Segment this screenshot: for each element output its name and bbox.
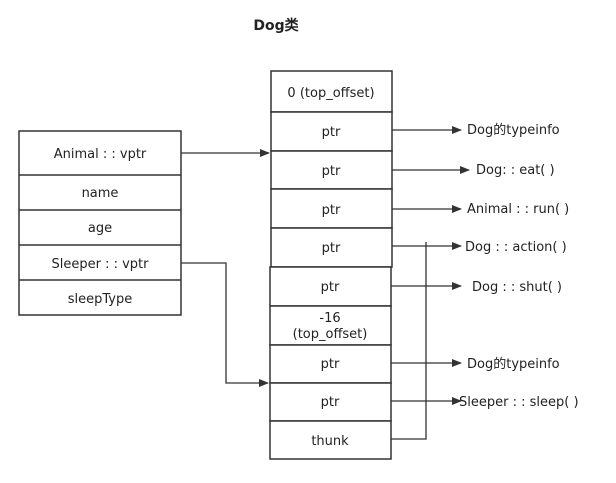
target-animal-run: Animal : : run( ) xyxy=(467,202,569,217)
target-dog-shut: Dog : : shut( ) xyxy=(472,280,562,295)
object-layout: Animal : : vptr name age Sleeper : : vpt… xyxy=(18,130,182,316)
cell-label: thunk xyxy=(311,434,349,449)
vtable-cell-thunk xyxy=(269,420,392,460)
target-dog-typeinfo: Dog的typeinfo xyxy=(467,122,560,138)
cell-label: -16 xyxy=(319,311,340,326)
connectors xyxy=(181,126,470,440)
cell-label: ptr xyxy=(321,395,340,410)
cell-label: (top_offset) xyxy=(293,327,368,342)
field-sleeper-vptr: Sleeper : : vptr xyxy=(52,257,150,272)
diagram-title: Dog类 xyxy=(253,17,299,34)
cell-label: ptr xyxy=(321,280,340,295)
target-dog-action: Dog : : action( ) xyxy=(465,240,567,255)
thunk-connector xyxy=(391,242,427,440)
vtable: 0 (top_offset) ptr ptr ptr ptr ptr -16 (… xyxy=(269,70,393,460)
field-sleeptype: sleepType xyxy=(68,292,133,307)
field-age: age xyxy=(88,221,112,236)
vtable-cell-ptr xyxy=(270,111,393,152)
vtable-cell-top-offset-neg16 xyxy=(269,305,392,346)
object-layout-frame xyxy=(18,130,182,316)
cell-label: ptr xyxy=(322,203,341,218)
vtable-cell-ptr xyxy=(269,344,392,384)
target-dog-eat: Dog: : eat( ) xyxy=(476,163,555,178)
cell-label: ptr xyxy=(322,125,341,140)
target-dog-typeinfo: Dog的typeinfo xyxy=(467,356,560,372)
vtable-cell-ptr xyxy=(269,382,392,422)
targets: Dog的typeinfo Dog: : eat( ) Animal : : ru… xyxy=(459,122,579,410)
vtable-cell-ptr xyxy=(270,150,393,190)
cell-label: ptr xyxy=(321,357,340,372)
target-sleeper-sleep: Sleeper : : sleep( ) xyxy=(459,395,579,410)
field-name: name xyxy=(82,186,119,201)
cell-label: ptr xyxy=(322,241,341,256)
vtable-cell-ptr xyxy=(270,227,393,268)
sleeper-vptr-arrow xyxy=(181,262,269,387)
cell-label: ptr xyxy=(322,164,341,179)
cell-label: 0 (top_offset) xyxy=(287,86,374,101)
field-animal-vptr: Animal : : vptr xyxy=(54,147,147,162)
